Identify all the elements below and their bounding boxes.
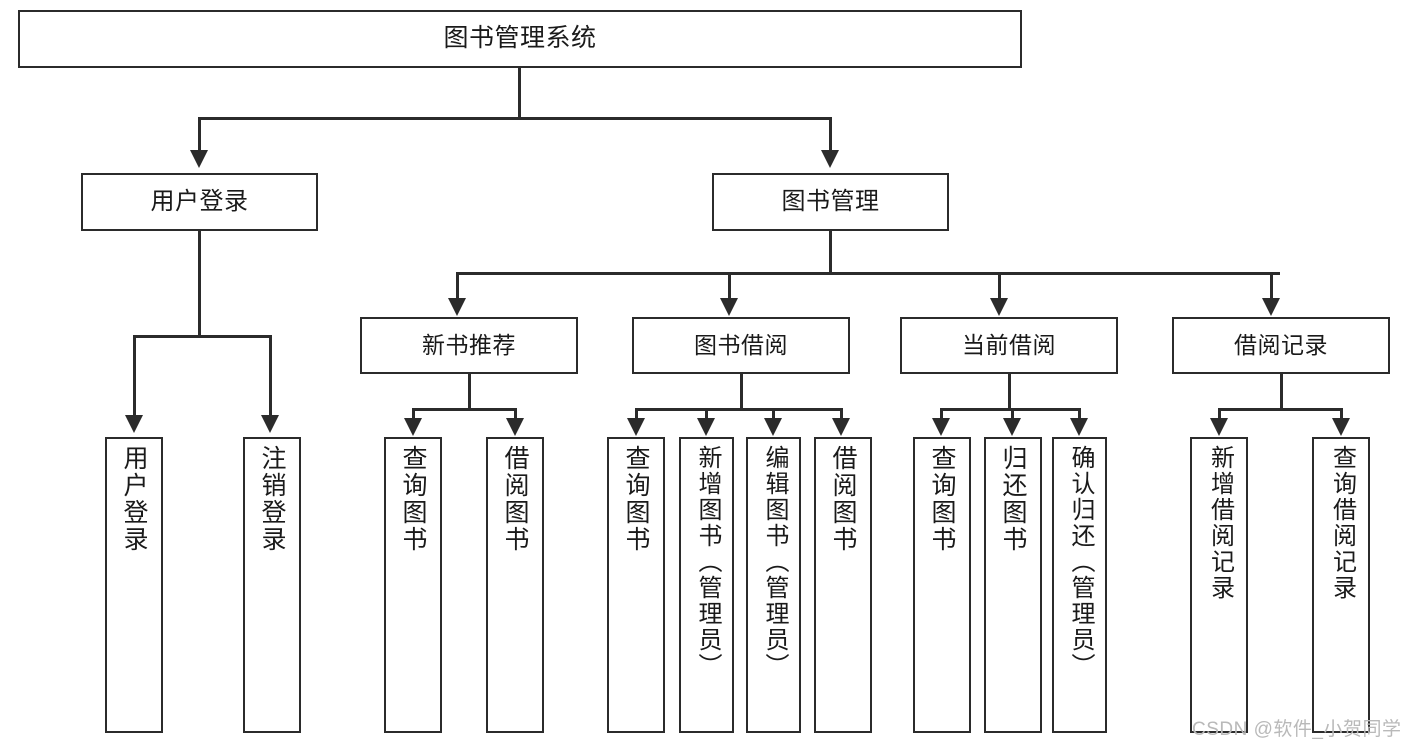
arrowhead-bb-query xyxy=(627,418,645,436)
leaf-user-login[interactable]: 用户登录 xyxy=(105,437,163,733)
arrowhead-borrow-record xyxy=(1262,298,1280,316)
arrowhead-current-borrow xyxy=(990,298,1008,316)
leaf-query-book-borrow[interactable]: 查询图书 xyxy=(607,437,665,733)
node-label: 图书借阅 xyxy=(694,331,788,358)
arrowhead-bb-edit xyxy=(764,418,782,436)
node-current-borrow[interactable]: 当前借阅 xyxy=(900,317,1118,374)
arrowhead-cb-return xyxy=(1003,418,1021,436)
connector-new-book-stem xyxy=(468,374,471,408)
connector-book-management-stem xyxy=(829,231,832,272)
arrowhead-new-book xyxy=(448,298,466,316)
connector-drop-bb-add xyxy=(705,408,708,420)
node-label: 查询图书 xyxy=(928,445,956,553)
node-user-login[interactable]: 用户登录 xyxy=(81,173,318,231)
leaf-borrow-book-recommend[interactable]: 借阅图书 xyxy=(486,437,544,733)
arrowhead-nb-query xyxy=(404,418,422,436)
leaf-query-book-current[interactable]: 查询图书 xyxy=(913,437,971,733)
connector-drop-book-manage xyxy=(829,117,832,152)
arrowhead-cb-confirm xyxy=(1070,418,1088,436)
leaf-add-borrow-record[interactable]: 新增借阅记录 xyxy=(1190,437,1248,733)
leaf-confirm-return-admin[interactable]: 确认归还（管理员） xyxy=(1052,437,1107,733)
leaf-add-book-admin[interactable]: 新增图书（管理员） xyxy=(679,437,734,733)
arrowhead-br-add xyxy=(1210,418,1228,436)
connector-drop-cb-confirm xyxy=(1078,408,1081,420)
connector-drop-leaf-user-login xyxy=(133,335,136,417)
node-label: 用户登录 xyxy=(120,445,148,553)
node-label: 新增借阅记录 xyxy=(1206,445,1234,601)
csdn-watermark: CSDN @软件_小贺同学 xyxy=(1192,719,1402,740)
node-label: 查询图书 xyxy=(399,445,427,553)
node-label: 借阅图书 xyxy=(501,445,529,553)
arrowhead-book-manage xyxy=(821,150,839,168)
connector-new-book-bus xyxy=(412,408,516,411)
connector-drop-bb-edit xyxy=(772,408,775,420)
node-label: 归还图书 xyxy=(999,445,1027,553)
connector-drop-nb-query xyxy=(412,408,415,420)
connector-book-borrow-bus xyxy=(635,408,842,411)
node-label: 查询图书 xyxy=(622,445,650,553)
node-label: 用户登录 xyxy=(150,187,249,215)
connector-drop-current-borrow xyxy=(998,272,1001,300)
connector-drop-borrow xyxy=(728,272,731,300)
connector-current-borrow-stem xyxy=(1008,374,1011,408)
connector-drop-bb-query xyxy=(635,408,638,420)
node-label: 借阅记录 xyxy=(1234,331,1328,358)
node-label: 新书推荐 xyxy=(422,331,516,358)
connector-borrow-record-stem xyxy=(1280,374,1283,408)
connector-user-login-bus xyxy=(133,335,270,338)
connector-drop-nb-borrow xyxy=(514,408,517,420)
node-label: 借阅图书 xyxy=(829,445,857,553)
arrowhead-leaf-user-login xyxy=(125,415,143,433)
arrowhead-leaf-logout xyxy=(261,415,279,433)
connector-drop-br-add xyxy=(1218,408,1221,420)
connector-drop-borrow-record xyxy=(1270,272,1273,300)
leaf-query-borrow-record[interactable]: 查询借阅记录 xyxy=(1312,437,1370,733)
connector-user-login-stem xyxy=(198,231,201,335)
connector-drop-cb-query xyxy=(940,408,943,420)
connector-drop-new-book xyxy=(456,272,459,300)
arrowhead-borrow xyxy=(720,298,738,316)
node-root-system[interactable]: 图书管理系统 xyxy=(18,10,1022,68)
leaf-borrow-book[interactable]: 借阅图书 xyxy=(814,437,872,733)
node-label: 编辑图书（管理员） xyxy=(760,445,788,679)
node-label: 注销登录 xyxy=(258,445,286,553)
arrowhead-br-query xyxy=(1332,418,1350,436)
leaf-edit-book-admin[interactable]: 编辑图书（管理员） xyxy=(746,437,801,733)
arrowhead-user-login xyxy=(190,150,208,168)
node-label: 图书管理 xyxy=(781,187,880,215)
node-book-borrow[interactable]: 图书借阅 xyxy=(632,317,850,374)
arrowhead-bb-add xyxy=(697,418,715,436)
leaf-logout[interactable]: 注销登录 xyxy=(243,437,301,733)
connector-level2-bus xyxy=(198,117,831,120)
connector-drop-user-login xyxy=(198,117,201,152)
node-label: 新增图书（管理员） xyxy=(693,445,721,679)
leaf-return-book[interactable]: 归还图书 xyxy=(984,437,1042,733)
node-label: 确认归还（管理员） xyxy=(1066,445,1094,679)
connector-borrow-record-bus xyxy=(1218,408,1342,411)
connector-drop-cb-return xyxy=(1011,408,1014,420)
connector-drop-br-query xyxy=(1340,408,1343,420)
connector-level3-bus xyxy=(456,272,1280,275)
connector-drop-leaf-logout xyxy=(269,335,272,417)
node-label: 当前借阅 xyxy=(962,331,1056,358)
node-new-book-recommend[interactable]: 新书推荐 xyxy=(360,317,578,374)
connector-root-stem xyxy=(518,68,521,117)
arrowhead-nb-borrow xyxy=(506,418,524,436)
connector-drop-bb-borrow xyxy=(840,408,843,420)
node-label: 查询借阅记录 xyxy=(1328,445,1356,601)
leaf-query-book-recommend[interactable]: 查询图书 xyxy=(384,437,442,733)
node-label: 图书管理系统 xyxy=(443,24,597,53)
node-book-management[interactable]: 图书管理 xyxy=(712,173,949,231)
arrowhead-bb-borrow xyxy=(832,418,850,436)
arrowhead-cb-query xyxy=(932,418,950,436)
connector-book-borrow-stem xyxy=(740,374,743,408)
node-borrow-record[interactable]: 借阅记录 xyxy=(1172,317,1390,374)
connector-current-borrow-bus xyxy=(940,408,1080,411)
